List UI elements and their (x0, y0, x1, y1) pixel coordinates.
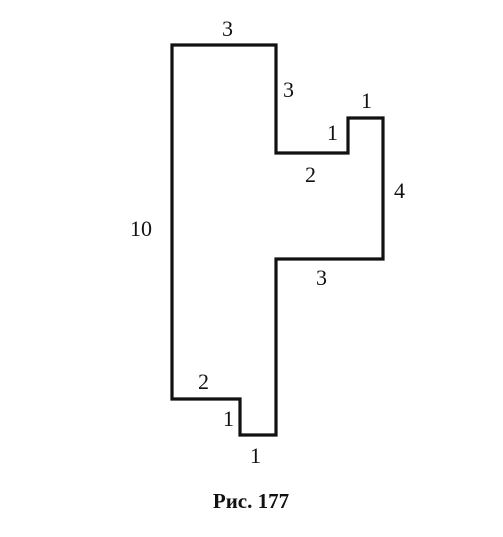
edge-label-top-notch: 1 (361, 88, 372, 113)
edge-label-foot-step-width: 2 (198, 369, 209, 394)
edge-label-lower-shelf: 3 (316, 265, 327, 290)
polygon-outline (170, 43, 385, 437)
edge-label-bottom: 1 (250, 443, 261, 468)
edge-label-right-side: 4 (394, 178, 405, 203)
edge-label-small-step-rise: 1 (327, 120, 338, 145)
edge-label-left-side: 10 (130, 216, 152, 241)
figure-caption: Рис. 177 (213, 489, 289, 513)
edge-label-top: 3 (222, 16, 233, 41)
edge-label-upper-right-drop: 3 (283, 77, 294, 102)
edge-label-foot-step-height: 1 (223, 406, 234, 431)
edge-label-shelf: 2 (305, 162, 316, 187)
